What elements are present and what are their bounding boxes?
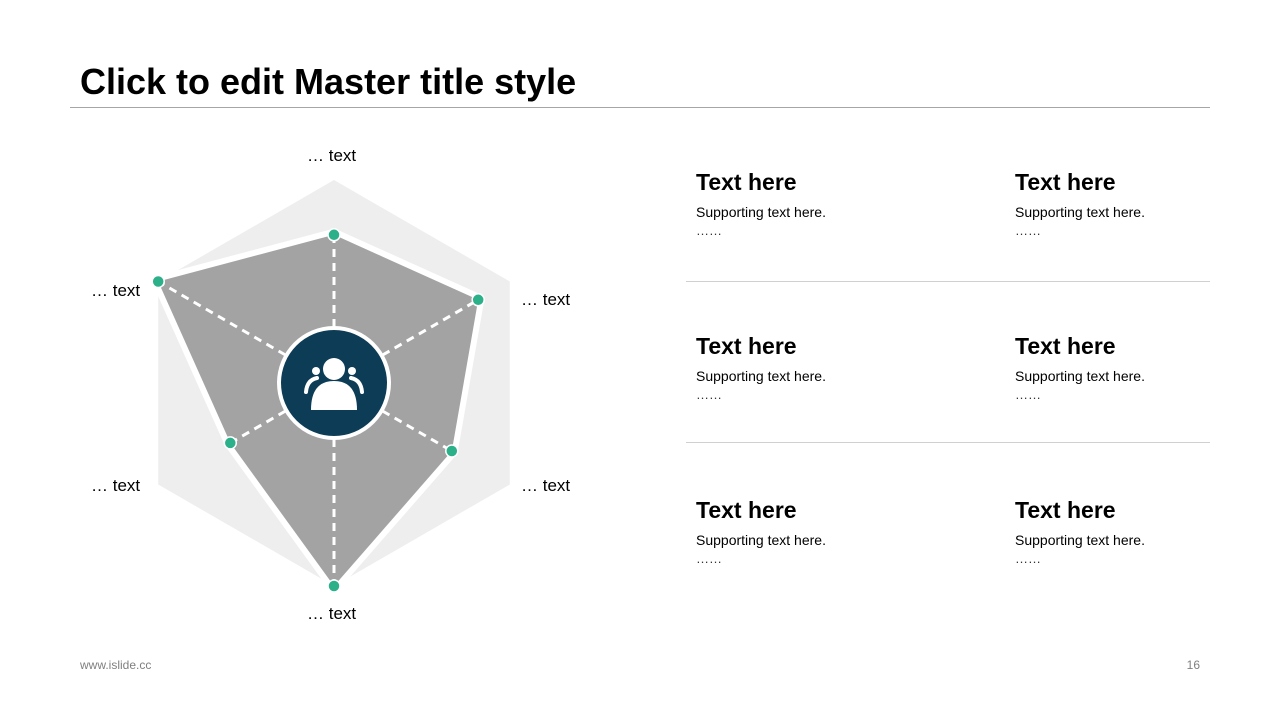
value-point[interactable] <box>327 228 341 242</box>
radar-diagram <box>151 180 510 593</box>
card-supporting-text[interactable]: Supporting text here. <box>696 532 826 548</box>
text-card: Text here Supporting text here. …… <box>1015 496 1280 567</box>
axis-label-bottom[interactable]: … text <box>307 604 357 623</box>
card-title[interactable]: Text here <box>696 497 797 523</box>
card-supporting-text[interactable]: Supporting text here. <box>1015 368 1145 384</box>
slide-title[interactable]: Click to edit Master title style <box>80 61 577 102</box>
card-supporting-text[interactable]: Supporting text here. <box>1015 204 1145 220</box>
text-card: Text here Supporting text here. …… <box>1015 332 1280 403</box>
card-ellipsis: …… <box>1015 223 1041 238</box>
card-title[interactable]: Text here <box>696 169 797 195</box>
card-supporting-text[interactable]: Supporting text here. <box>696 204 826 220</box>
axis-label-upper-left[interactable]: … text <box>91 281 141 300</box>
value-point[interactable] <box>223 436 238 450</box>
text-card: Text here Supporting text here. …… <box>696 168 996 239</box>
text-card: Text here Supporting text here. …… <box>1015 168 1280 239</box>
footer-url: www.islide.cc <box>80 658 152 672</box>
card-ellipsis: …… <box>696 223 722 238</box>
card-ellipsis: …… <box>1015 551 1041 566</box>
value-point[interactable] <box>327 579 341 593</box>
card-ellipsis: …… <box>696 387 722 402</box>
card-title[interactable]: Text here <box>1015 333 1116 359</box>
row-divider <box>686 281 1210 282</box>
user-group-icon <box>304 358 364 410</box>
axis-label-lower-left[interactable]: … text <box>91 476 141 495</box>
axis-label-upper-right[interactable]: … text <box>521 290 571 309</box>
card-title[interactable]: Text here <box>1015 169 1116 195</box>
value-points <box>151 228 485 593</box>
card-title[interactable]: Text here <box>1015 497 1116 523</box>
card-ellipsis: …… <box>696 551 722 566</box>
card-ellipsis: …… <box>1015 387 1041 402</box>
text-card: Text here Supporting text here. …… <box>696 332 996 403</box>
card-supporting-text[interactable]: Supporting text here. <box>1015 532 1145 548</box>
card-supporting-text[interactable]: Supporting text here. <box>696 368 826 384</box>
card-title[interactable]: Text here <box>696 333 797 359</box>
axis-label-lower-right[interactable]: … text <box>521 476 571 495</box>
axis-label-top[interactable]: … text <box>307 146 357 165</box>
page-number: 16 <box>1186 658 1200 672</box>
value-point[interactable] <box>445 444 459 458</box>
axis-spoke <box>333 381 453 453</box>
value-point[interactable] <box>151 274 165 289</box>
text-card: Text here Supporting text here. …… <box>696 496 996 567</box>
value-point[interactable] <box>471 293 485 307</box>
title-divider <box>70 107 1210 108</box>
row-divider <box>686 442 1210 443</box>
